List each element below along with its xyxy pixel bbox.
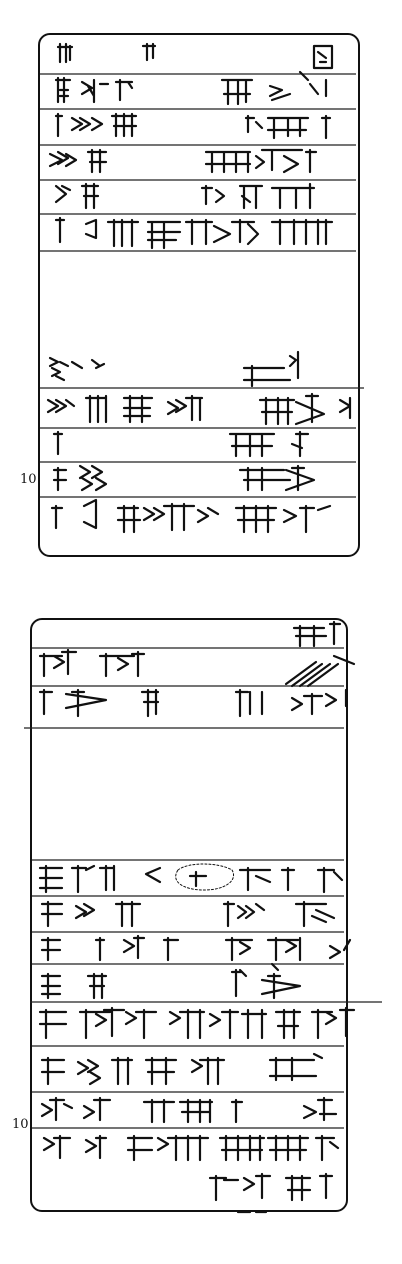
tablet-1-signs bbox=[46, 42, 352, 534]
tablet-1-outline bbox=[38, 33, 360, 557]
tablet-1-line-number: 10 bbox=[20, 472, 37, 487]
tablet-2-signs bbox=[38, 620, 356, 1214]
tablet-1-rulings bbox=[40, 73, 364, 498]
tablet-2-rulings bbox=[24, 647, 382, 1129]
tablet-2-line-number: 10 bbox=[12, 1117, 29, 1132]
